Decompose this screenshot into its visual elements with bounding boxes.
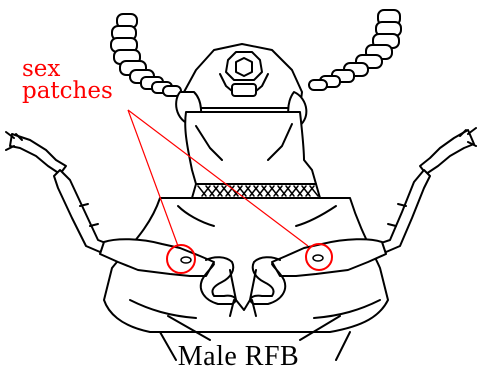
thorax [104, 198, 388, 360]
pronotum [185, 112, 316, 184]
hatched-band [192, 184, 320, 198]
annotation-label-line2: patches [22, 80, 113, 103]
right-antenna [309, 10, 401, 90]
figure-caption: Male RFB [0, 342, 477, 372]
left-antenna [111, 14, 181, 96]
